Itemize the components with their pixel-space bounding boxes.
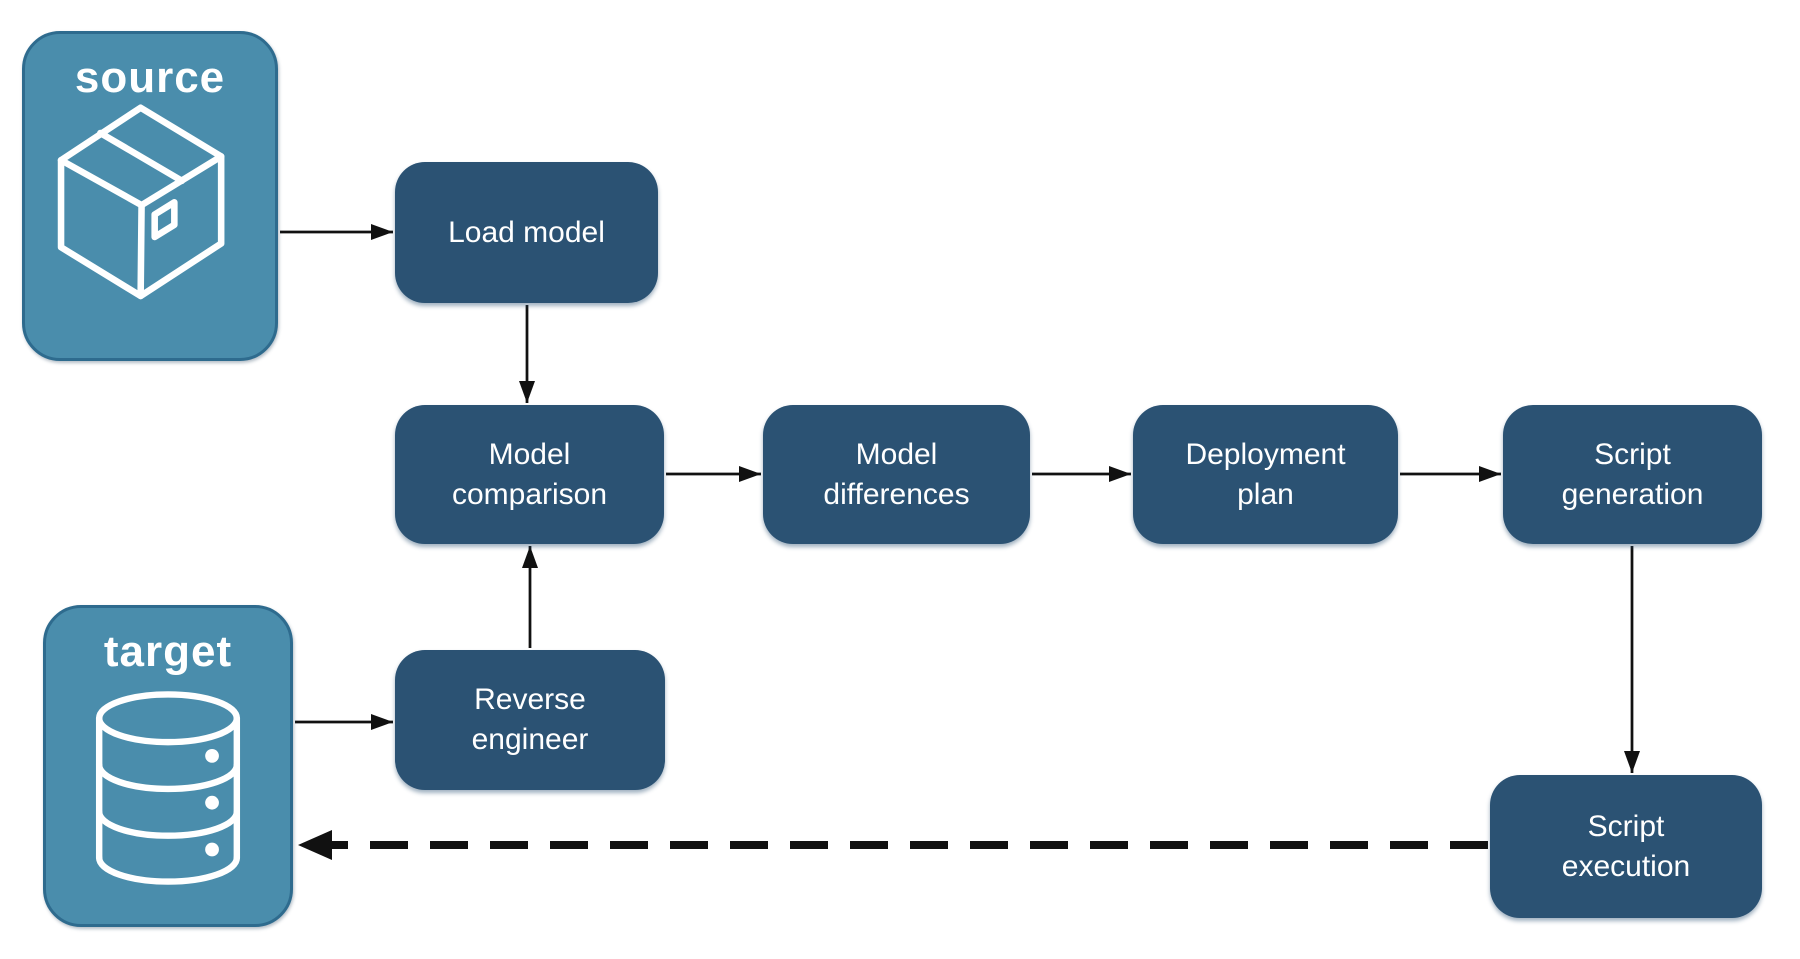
step-label: Script generation <box>1561 437 1704 511</box>
step-script-execution: Script execution <box>1490 775 1762 918</box>
source-label: source <box>74 53 226 102</box>
step-label: Load model <box>448 215 605 249</box>
step-label: Deployment plan <box>1185 437 1346 511</box>
source-entity: source <box>22 31 278 361</box>
step-label: Script execution <box>1561 809 1691 883</box>
database-icon <box>95 691 241 886</box>
target-entity: target <box>43 605 293 927</box>
step-label: Reverse engineer <box>471 683 589 756</box>
package-icon <box>57 104 225 300</box>
step-reverse-engineer: Reverse engineer <box>395 650 665 790</box>
step-label: Model comparison <box>451 437 608 511</box>
step-model-differences: Model differences <box>763 405 1030 544</box>
target-label: target <box>103 627 233 676</box>
step-script-generation: Script generation <box>1503 405 1762 544</box>
step-label: Model differences <box>823 437 970 511</box>
step-model-comparison: Model comparison <box>395 405 664 544</box>
step-load-model: Load model <box>395 162 658 303</box>
step-deployment-plan: Deployment plan <box>1133 405 1398 544</box>
